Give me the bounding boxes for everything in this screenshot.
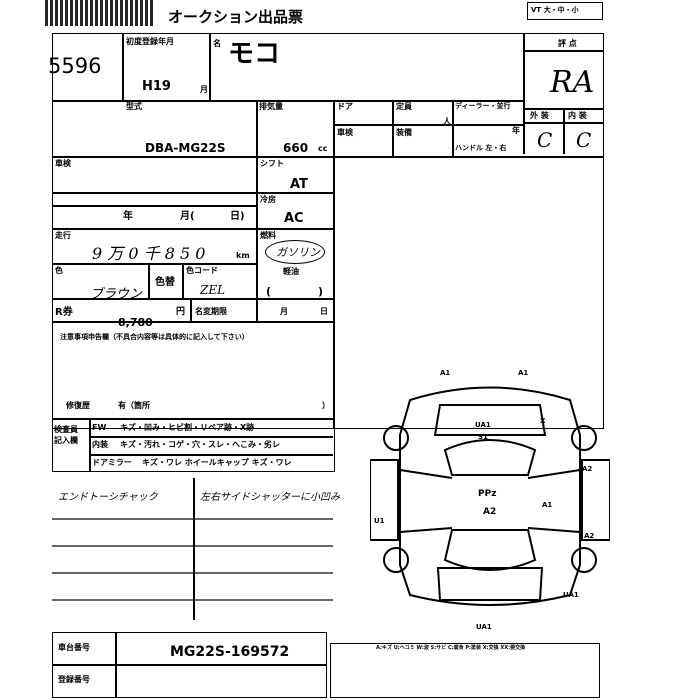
fuel-value: ガソリン — [276, 246, 320, 259]
inspector-row-1-tag: FW — [92, 423, 107, 432]
inspector-row-3-tag: ドアミラー — [92, 458, 132, 467]
handle-label: ハンドル 左・右 — [455, 144, 507, 152]
inspector-row-2-text: キズ・汚れ・コゲ・穴・スレ・へこみ・劣レ — [120, 440, 280, 449]
aircon-label: 冷房 — [260, 195, 276, 204]
displacement-label: 排気量 — [259, 102, 283, 111]
diagram-mark-1: A1 — [440, 369, 451, 377]
displacement-value: 660 — [283, 141, 309, 155]
handwritten-left: エンドトーシチャック — [58, 492, 158, 503]
mileage-unit: km — [236, 251, 250, 260]
diagram-mark-10: U1 — [374, 517, 385, 525]
ext-label: 外 装 — [530, 111, 549, 120]
color-code-label: 色コード — [186, 266, 218, 275]
color-change-label: 色替 — [155, 277, 175, 288]
diagram-mark-13: UA1 — [476, 623, 492, 631]
recycle-label: R券 — [55, 307, 73, 318]
inspector-label: 検査員 記入欄 — [54, 425, 78, 445]
maintenance-close: ） — [322, 401, 330, 410]
chassis-value: MG22S-169572 — [170, 644, 290, 660]
paren-close: ) — [318, 285, 324, 298]
recycle-unit: 円 — [176, 307, 186, 317]
capacity-label: 定員 — [396, 102, 412, 111]
color-code-value: ZEL — [200, 283, 226, 297]
shaken-label: 車検 — [337, 128, 353, 137]
shift-label: シフト — [260, 159, 284, 168]
first-reg-month: 月 — [200, 85, 208, 94]
main-form-frame — [52, 33, 604, 429]
diagram-mark-7: A2 — [483, 507, 497, 517]
color-label: 色 — [55, 266, 63, 275]
first-reg-year: H19 — [142, 79, 171, 94]
date-month: 月( — [180, 211, 195, 222]
mileage-label: 走行 — [55, 231, 71, 240]
diagram-mark-6: PPz — [478, 489, 497, 499]
score-value: RA — [550, 65, 595, 100]
name-change-day: 日 — [320, 307, 328, 316]
dealer-label: ディーラー・並行 — [455, 102, 511, 110]
ext-value: C — [537, 128, 553, 152]
mileage-digits: 9 万 0 千 8 5 0 — [92, 244, 206, 263]
diagram-mark-12: A2 — [584, 532, 595, 540]
model-value: DBA-MG22S — [145, 141, 226, 155]
car-damage-diagram — [370, 386, 610, 606]
diagram-mark-3: UA1 — [475, 421, 491, 429]
legend-box — [330, 643, 600, 698]
diagram-mark-11: UA1 — [563, 591, 579, 599]
fuel-sub: 軽油 — [283, 267, 299, 276]
inspection-label: 車検 — [55, 159, 71, 168]
header-title: オークション出品票 — [168, 8, 304, 26]
header-logo-block — [45, 0, 155, 26]
car-name-value: モコ — [228, 39, 281, 69]
recycle-value: 8,780 — [118, 316, 153, 329]
handwritten-right: 左右サイドシャッターに小凹み — [200, 492, 340, 503]
notes-label: 注意事項申告欄（不具合内容等は具体的に記入して下さい） — [60, 333, 249, 341]
date-day: 日) — [230, 211, 245, 222]
size-option-box — [527, 2, 603, 20]
diagram-mark-5: X — [540, 417, 546, 425]
inspector-block — [52, 418, 335, 472]
legend-text: A:キズ U:ヘコミ W:波 S:サビ C:腐食 P:塗装 X:交換 XX:要交… — [376, 645, 526, 651]
capacity-unit: 人 — [443, 117, 451, 126]
displacement-unit: cc — [318, 144, 328, 153]
doors-label: ドア — [337, 102, 353, 111]
name-change-month: 月 — [280, 307, 288, 316]
inspector-row-2-tag: 内装 — [92, 440, 108, 449]
date-year: 年 — [123, 211, 133, 222]
registration-label: 登録番号 — [58, 675, 90, 684]
diagram-mark-8: A1 — [542, 501, 553, 509]
diagram-mark-4: S1 — [478, 433, 488, 441]
size-options: VT 大・中・小 — [531, 6, 579, 14]
inspector-row-3-text: キズ・ワレ ホイールキャップ キズ・ワレ — [142, 458, 292, 467]
fuel-label: 燃料 — [260, 231, 276, 240]
model-label: 型式 — [126, 102, 142, 111]
score-label: 評 点 — [558, 39, 577, 48]
diagram-mark-2: A1 — [518, 369, 529, 377]
diagram-mark-9: A2 — [582, 465, 593, 473]
inspector-row-1-text: キズ・凹み・ヒビ割・リペア跡・X跡 — [120, 423, 255, 432]
equipment-label: 装備 — [396, 128, 412, 137]
side-number: 5596 — [48, 54, 102, 78]
paren-open: ( — [266, 285, 272, 298]
shift-value: AT — [290, 177, 308, 192]
first-reg-label: 初度登録年月 — [126, 37, 174, 46]
maintenance-value: 有（箇所 — [118, 401, 150, 410]
dealer-unit: 年 — [512, 126, 520, 135]
name-change-label: 名変期限 — [195, 307, 227, 316]
aircon-value: AC — [284, 211, 304, 226]
maintenance-label: 修復歴 — [66, 401, 90, 410]
int-label: 内 装 — [568, 111, 587, 120]
car-name-unit: 名 — [213, 39, 221, 48]
int-value: C — [576, 128, 592, 152]
fuel-circle — [265, 240, 325, 264]
chassis-label: 車台番号 — [58, 643, 90, 652]
